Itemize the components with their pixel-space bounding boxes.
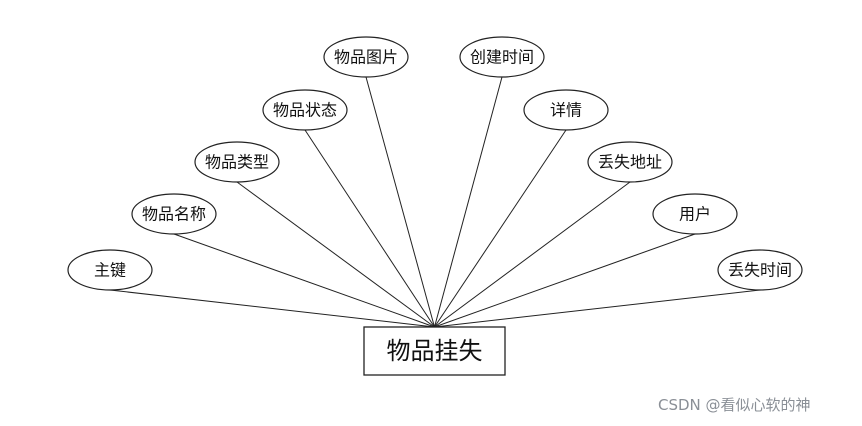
- connector-user: [434, 233, 696, 328]
- attribute-item-image: 物品图片: [323, 36, 409, 78]
- attribute-lost-time: 丢失时间: [717, 249, 803, 291]
- connector-item-status: [304, 129, 435, 328]
- connector-primary-key: [109, 289, 435, 328]
- entity-node: 物品挂失: [363, 326, 506, 376]
- connector-lost-address: [434, 181, 631, 328]
- attribute-label-item-image: 物品图片: [334, 48, 398, 67]
- attribute-label-primary-key: 主键: [94, 261, 126, 280]
- attribute-ellipse-item-type: [194, 141, 280, 183]
- connector-lost-time: [434, 289, 761, 328]
- attribute-label-lost-time: 丢失时间: [728, 261, 792, 280]
- attribute-ellipse-create-time: [459, 36, 545, 78]
- attribute-label-item-name: 物品名称: [142, 205, 206, 224]
- attribute-details: 详情: [523, 89, 609, 131]
- attribute-label-lost-address: 丢失地址: [598, 153, 662, 172]
- attribute-ellipse-item-status: [262, 89, 348, 131]
- attribute-item-type: 物品类型: [194, 141, 280, 183]
- attribute-label-item-status: 物品状态: [273, 101, 337, 120]
- watermark-text: CSDN @看似心软的神: [658, 396, 811, 414]
- attribute-item-status: 物品状态: [262, 89, 348, 131]
- entity-box: [363, 326, 506, 376]
- connector-details: [434, 129, 567, 328]
- attribute-ellipse-lost-time: [717, 249, 803, 291]
- attribute-label-user: 用户: [679, 205, 711, 224]
- attribute-label-create-time: 创建时间: [470, 48, 534, 67]
- attribute-ellipse-primary-key: [67, 249, 153, 291]
- connector-create-time: [434, 76, 503, 328]
- connector-item-type: [236, 181, 435, 328]
- attribute-ellipse-user: [652, 193, 738, 235]
- attribute-user: 用户: [652, 193, 738, 235]
- attribute-label-details: 详情: [550, 101, 582, 120]
- attribute-label-item-type: 物品类型: [205, 153, 269, 172]
- attribute-create-time: 创建时间: [459, 36, 545, 78]
- attribute-ellipse-item-image: [323, 36, 409, 78]
- attribute-item-name: 物品名称: [131, 193, 217, 235]
- connector-item-image: [365, 76, 435, 328]
- attribute-primary-key: 主键: [67, 249, 153, 291]
- connector-item-name: [173, 233, 435, 328]
- attribute-lost-address: 丢失地址: [587, 141, 673, 183]
- entity-label: 物品挂失: [387, 337, 483, 365]
- connector-lines: [109, 76, 761, 328]
- attribute-ellipse-lost-address: [587, 141, 673, 183]
- attribute-ellipse-details: [523, 89, 609, 131]
- attribute-ellipse-item-name: [131, 193, 217, 235]
